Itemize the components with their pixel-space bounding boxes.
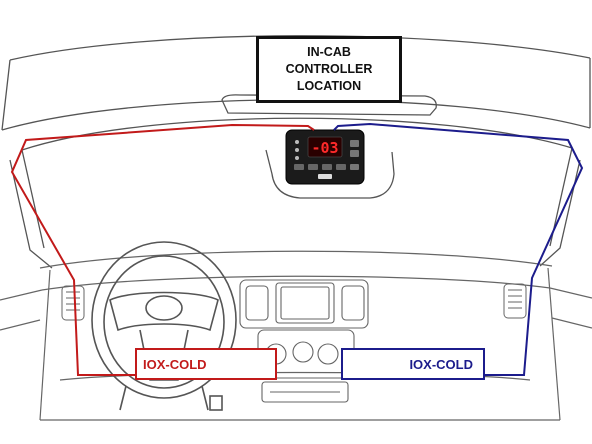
controller-display: -03 — [311, 139, 338, 157]
steering-wheel-icon — [91, 241, 237, 411]
air-vent-icon — [61, 283, 527, 321]
center-console — [239, 279, 369, 403]
left-sensor-label: IOX-COLD — [135, 348, 277, 380]
right-wire — [333, 122, 584, 376]
left-sensor-text: IOX-COLD — [143, 356, 207, 372]
right-sensor-label: IOX-COLD — [341, 348, 485, 380]
callout-line-2: CONTROLLER — [285, 62, 373, 76]
right-sensor-text: IOX-COLD — [409, 356, 473, 372]
controller-unit-icon: -03 — [265, 129, 395, 199]
rearview-mirror — [221, 94, 437, 116]
left-wire — [10, 123, 315, 376]
callout-line-3: LOCATION — [296, 79, 362, 93]
dashboard — [0, 250, 592, 421]
callout-line-1: IN-CAB — [307, 45, 351, 59]
controller-location-callout: IN-CAB CONTROLLER LOCATION — [256, 36, 402, 103]
